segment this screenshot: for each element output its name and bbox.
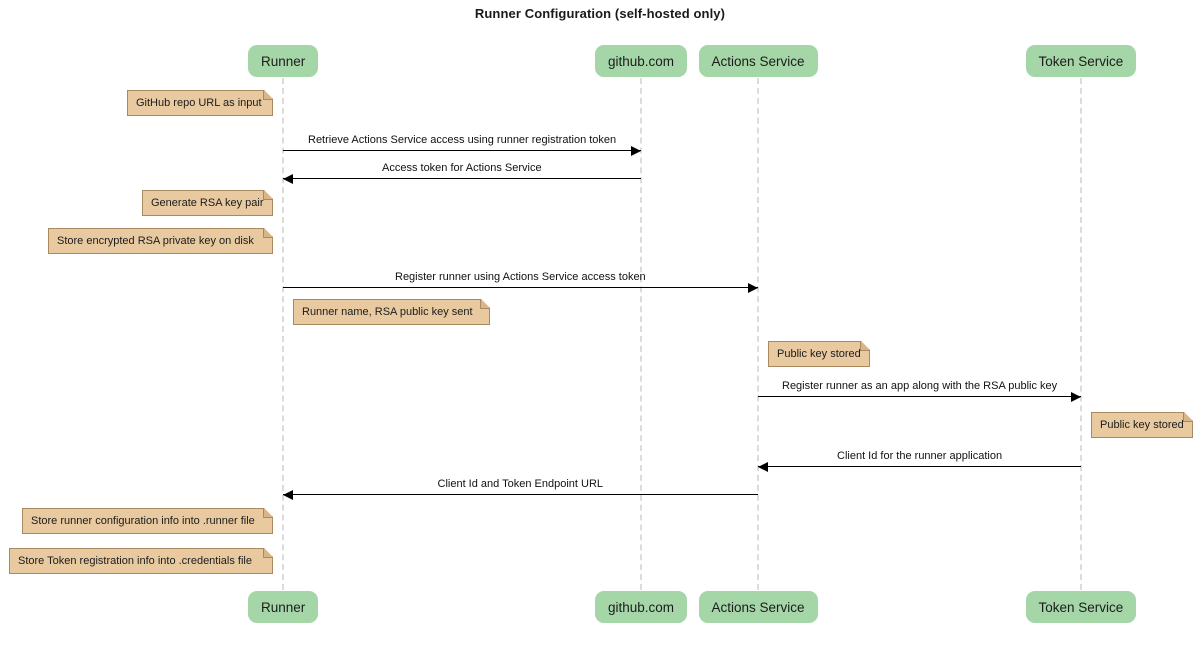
- note-fold-corner-icon: [1183, 413, 1192, 422]
- note-text: Generate RSA key pair: [151, 196, 264, 209]
- note-box: Runner name, RSA public key sent: [293, 299, 490, 325]
- note-fold-corner-icon: [263, 91, 272, 100]
- note-fold-corner-icon: [263, 549, 272, 558]
- note-text: Store Token registration info into .cred…: [18, 554, 252, 567]
- message-arrowhead: [1071, 392, 1081, 402]
- participant-label: Runner: [261, 599, 306, 615]
- message-line: [283, 287, 758, 288]
- note-fold-corner-icon: [480, 300, 489, 309]
- message-label: Retrieve Actions Service access using ru…: [308, 134, 617, 146]
- message-label: Client Id for the runner application: [837, 450, 1003, 462]
- note-box: GitHub repo URL as input: [127, 90, 273, 116]
- message-line: [283, 494, 758, 495]
- note-box: Store encrypted RSA private key on disk: [48, 228, 273, 254]
- note-box: Public key stored: [1091, 412, 1193, 438]
- message-line: [758, 466, 1081, 467]
- participant-label: Actions Service: [711, 53, 805, 69]
- note-text: Public key stored: [777, 347, 861, 360]
- note-text: Runner name, RSA public key sent: [302, 305, 473, 318]
- note-box: Generate RSA key pair: [142, 190, 273, 216]
- message-line: [283, 150, 641, 151]
- message-arrowhead: [283, 174, 293, 184]
- lifeline-token: [1080, 78, 1082, 590]
- message-label: Register runner as an app along with the…: [782, 380, 1058, 392]
- message-arrowhead: [631, 146, 641, 156]
- participant-runner-bottom[interactable]: Runner: [248, 591, 319, 623]
- lifeline-runner: [282, 78, 284, 590]
- participant-github-bottom[interactable]: github.com: [595, 591, 688, 623]
- participant-token-bottom[interactable]: Token Service: [1025, 591, 1137, 623]
- message-arrowhead: [283, 490, 293, 500]
- note-fold-corner-icon: [263, 229, 272, 238]
- note-text: Public key stored: [1100, 418, 1184, 431]
- note-fold-corner-icon: [263, 191, 272, 200]
- lifeline-actions: [757, 78, 759, 590]
- message-line: [283, 178, 641, 179]
- participant-label: github.com: [608, 53, 675, 69]
- participant-label: Runner: [261, 53, 306, 69]
- participant-label: Actions Service: [711, 599, 805, 615]
- note-fold-corner-icon: [263, 509, 272, 518]
- participant-token-top[interactable]: Token Service: [1025, 45, 1137, 77]
- participant-label: Token Service: [1038, 599, 1124, 615]
- message-label: Access token for Actions Service: [382, 162, 542, 174]
- note-box: Store Token registration info into .cred…: [9, 548, 273, 574]
- participant-actions-top[interactable]: Actions Service: [698, 45, 818, 77]
- message-arrowhead: [758, 462, 768, 472]
- message-label: Client Id and Token Endpoint URL: [437, 478, 604, 490]
- note-box: Store runner configuration info into .ru…: [22, 508, 273, 534]
- note-box: Public key stored: [768, 341, 870, 367]
- participant-runner-top[interactable]: Runner: [248, 45, 319, 77]
- participant-label: github.com: [608, 599, 675, 615]
- message-line: [758, 396, 1081, 397]
- note-text: Store runner configuration info into .ru…: [31, 514, 255, 527]
- lifeline-github: [640, 78, 642, 590]
- participant-github-top[interactable]: github.com: [595, 45, 688, 77]
- note-text: Store encrypted RSA private key on disk: [57, 234, 254, 247]
- note-text: GitHub repo URL as input: [136, 96, 262, 109]
- participant-actions-bottom[interactable]: Actions Service: [698, 591, 818, 623]
- note-fold-corner-icon: [860, 342, 869, 351]
- participant-label: Token Service: [1038, 53, 1124, 69]
- diagram-title: Runner Configuration (self-hosted only): [474, 6, 726, 21]
- message-arrowhead: [748, 283, 758, 293]
- message-label: Register runner using Actions Service ac…: [395, 271, 646, 283]
